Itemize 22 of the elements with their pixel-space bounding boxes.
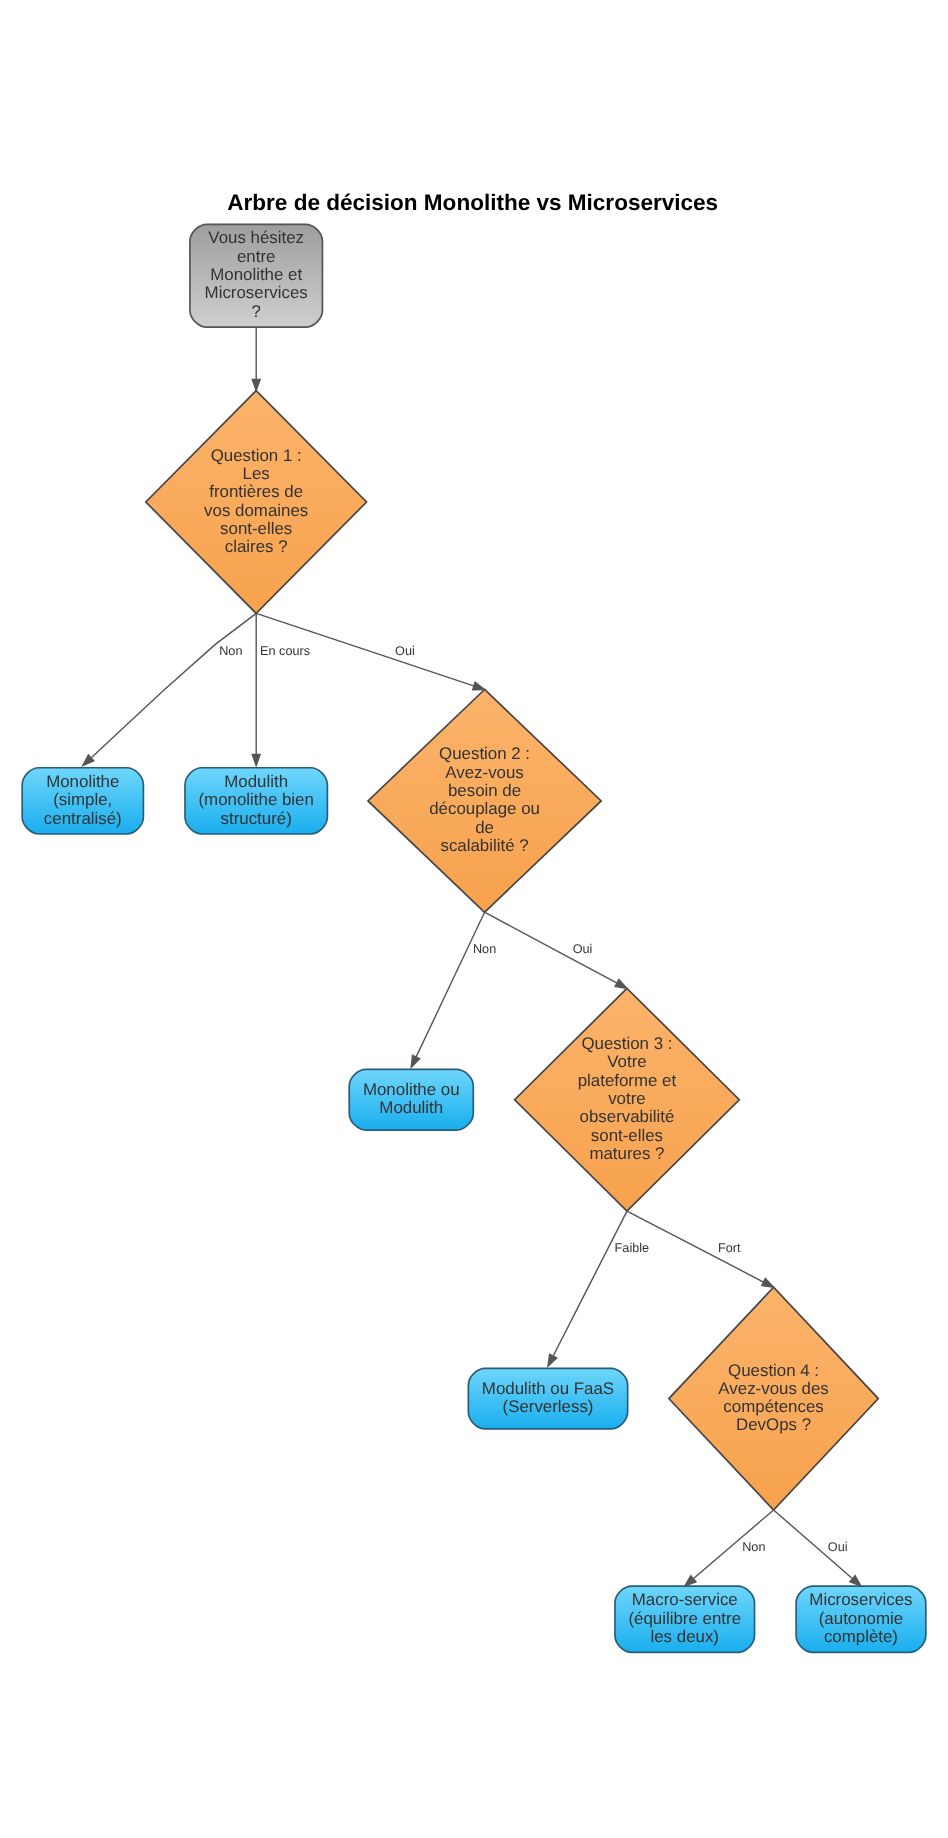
node-box: Microservices (autonomie complète) <box>795 1584 927 1653</box>
arrow <box>251 611 262 767</box>
node-box: Modulith ou FaaS (Serverless) <box>467 1366 629 1429</box>
arrow <box>81 611 257 767</box>
node-diamond: Question 3 : Votre plateforme et votre observabilité sont-elles matures ? <box>513 986 741 1212</box>
arrow <box>626 1209 776 1288</box>
node-box: Vous hésitez entre Monolithe et Microservices ? <box>189 222 324 328</box>
arrow <box>683 1508 775 1587</box>
diagram-title: Arbre de décision Monolithe vs Microservices <box>227 190 719 215</box>
arrow <box>772 1508 863 1587</box>
node-box: Modulith (monolithe bien structuré) <box>184 765 329 834</box>
node-box: Monolithe ou Modulith <box>348 1067 475 1130</box>
node-box: Monolithe (simple, centralisé) <box>21 765 145 834</box>
arrow <box>251 325 262 392</box>
arrow <box>410 910 486 1069</box>
arrow <box>547 1209 628 1368</box>
node-diamond: Question 4 : Avez-vous des compétences DevOps ? <box>667 1285 880 1511</box>
arrow <box>255 611 487 690</box>
node-diamond: Question 1 : Les frontières de vos domaines sont-elles claires ? <box>144 388 368 614</box>
arrow <box>483 910 629 989</box>
node-diamond: Question 2 : Avez-vous besoin de découplage ou de scalabilité ? <box>366 687 603 913</box>
node-box: Macro-service (équilibre entre les deux) <box>614 1584 756 1653</box>
